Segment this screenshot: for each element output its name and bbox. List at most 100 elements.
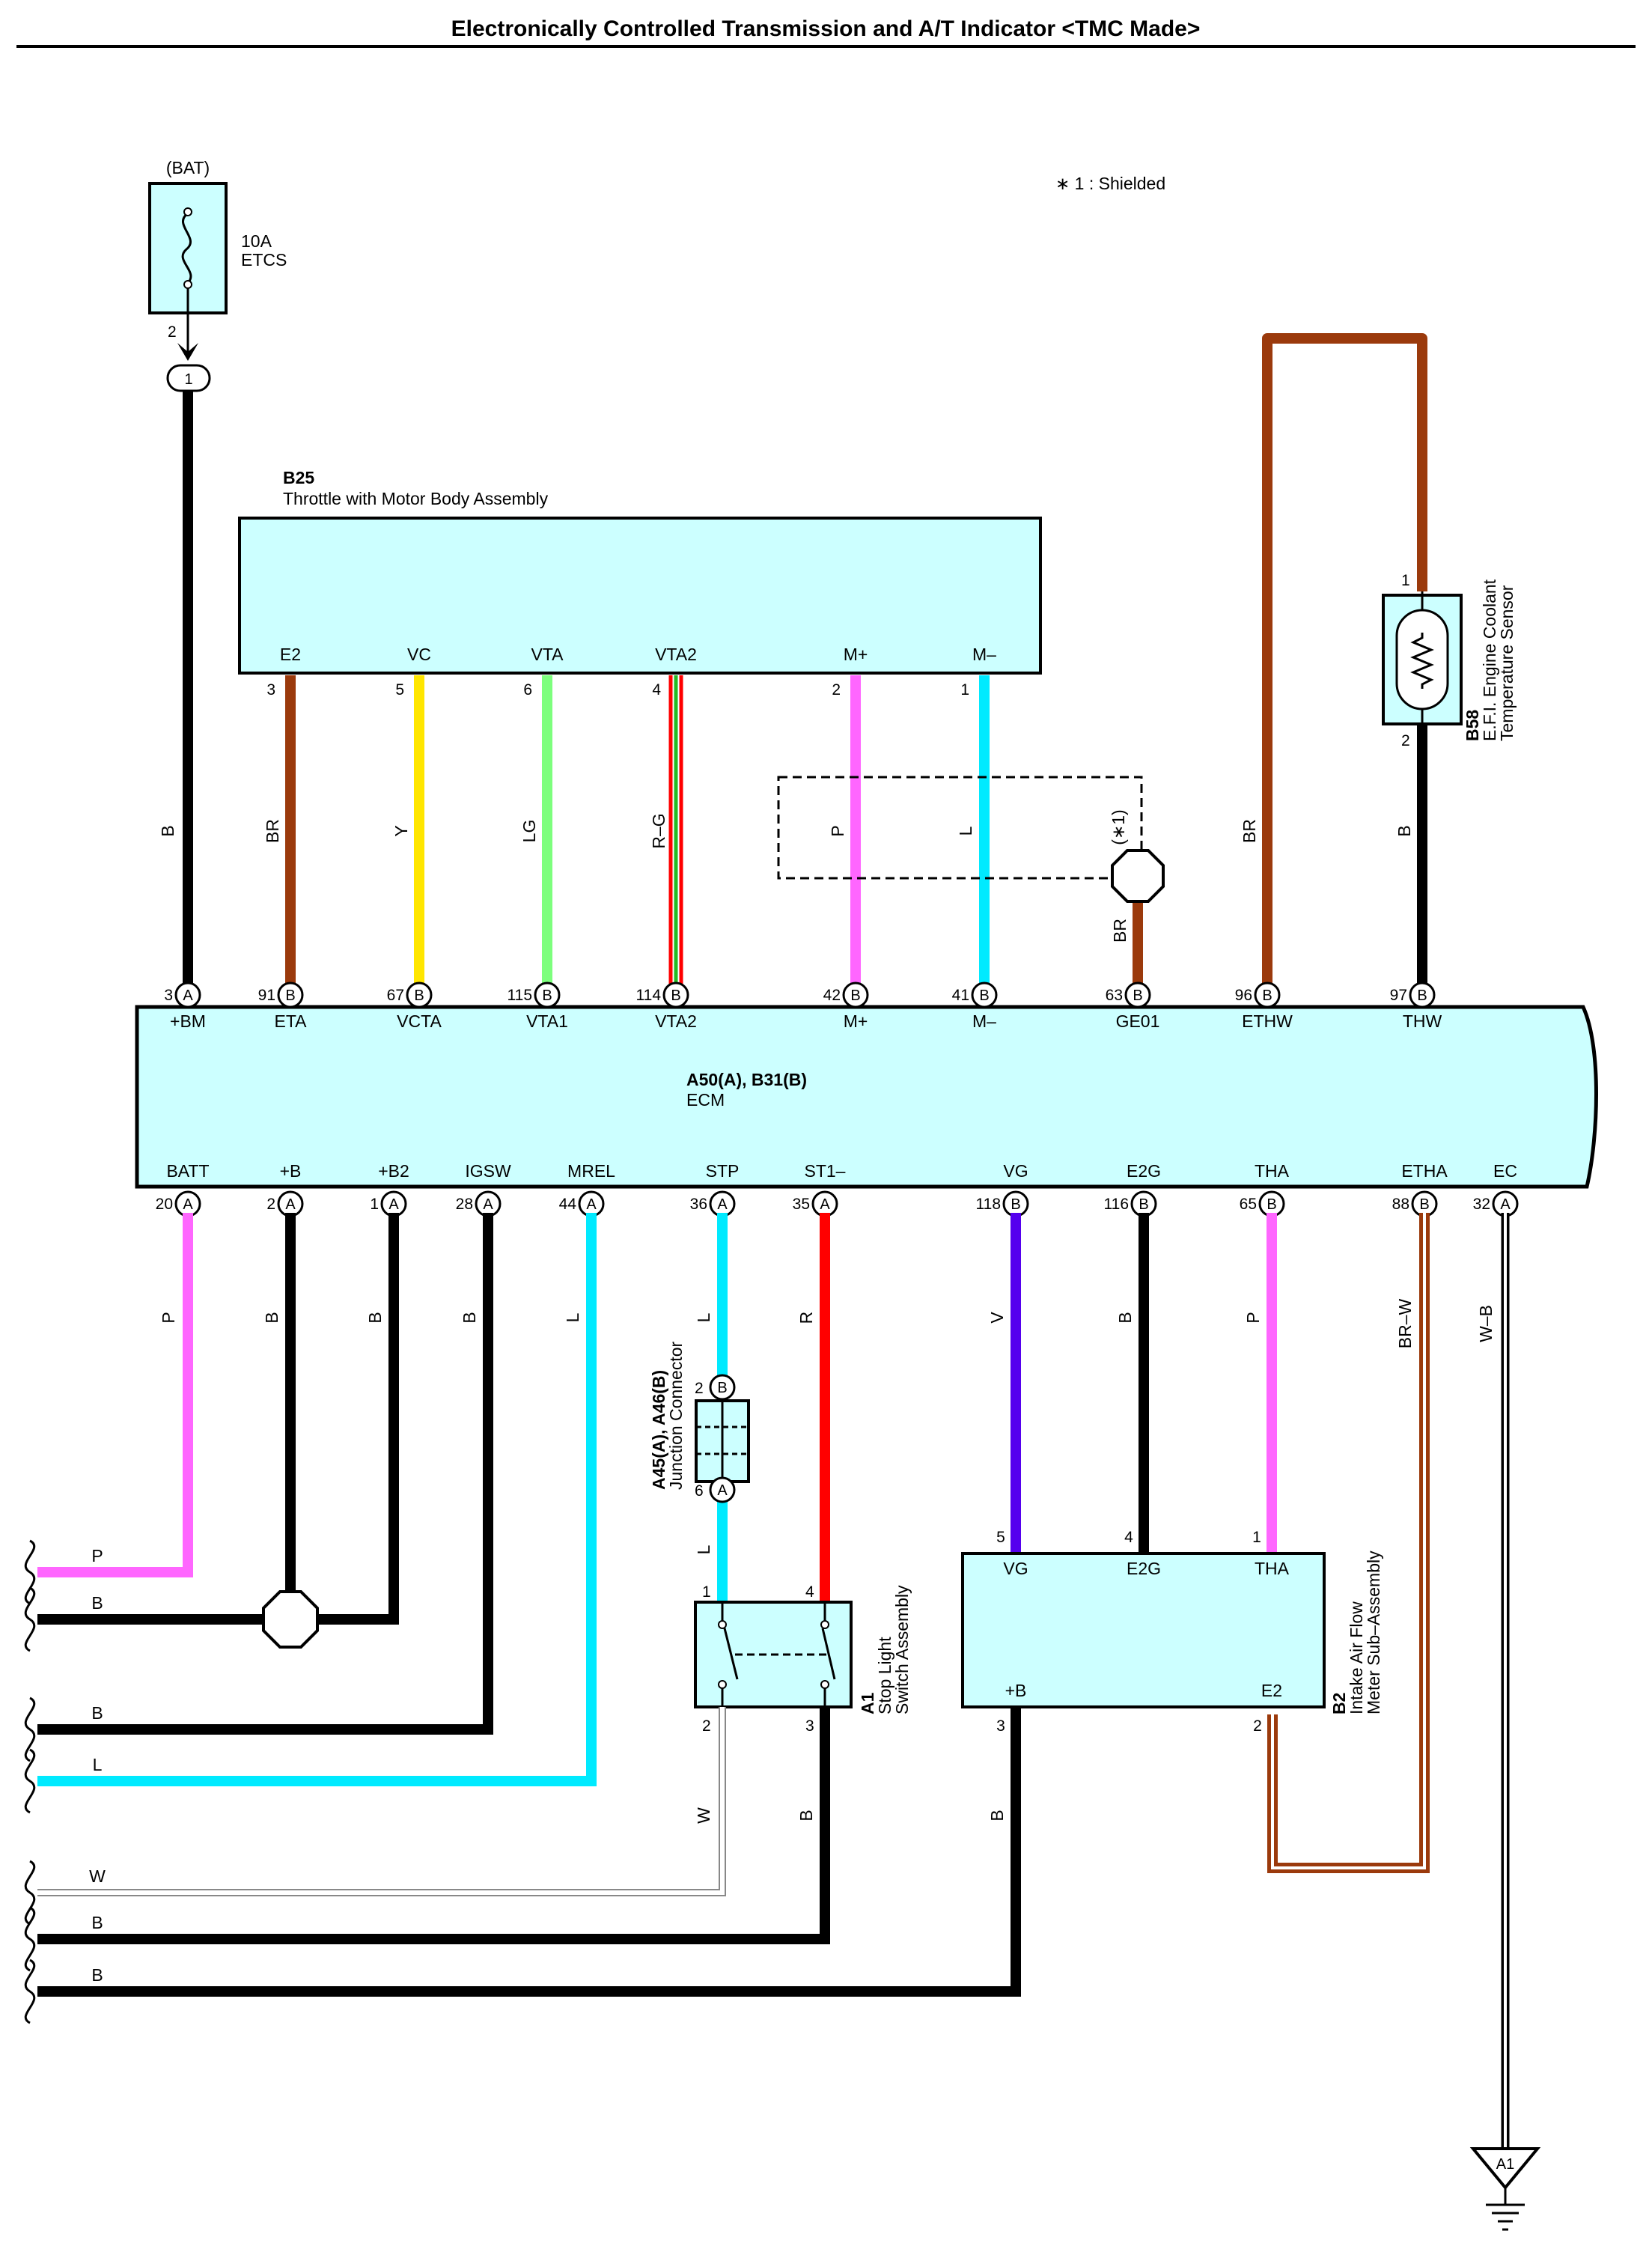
svg-text:(∗1): (∗1) xyxy=(1109,809,1128,844)
svg-text:Y: Y xyxy=(391,825,411,836)
svg-text:LG: LG xyxy=(519,820,539,843)
ecm-terminal-label: MREL xyxy=(567,1161,615,1181)
svg-text:V: V xyxy=(987,1312,1007,1324)
ecm-terminal-label: M+ xyxy=(844,1011,868,1031)
ecm-pin-number: 96 xyxy=(1235,987,1252,1004)
svg-text:L: L xyxy=(563,1312,582,1322)
ecm-pin-number: 88 xyxy=(1392,1196,1409,1213)
wire-break-icon xyxy=(24,1959,36,2024)
ecm-terminal-label: +B xyxy=(280,1161,302,1181)
ecm-terminal-label: GE01 xyxy=(1116,1011,1160,1031)
wire-break-icon xyxy=(24,1748,36,1814)
svg-text:BR–W: BR–W xyxy=(1395,1298,1415,1348)
fuse-block: (BAT) 10A ETCS 2 1 xyxy=(148,158,287,392)
ecm-connector-circle xyxy=(174,982,201,1008)
ecm-connector-letter: B xyxy=(542,987,552,1004)
ecm-pin-number: 1 xyxy=(370,1196,379,1213)
svg-text:Meter Sub–Assembly: Meter Sub–Assembly xyxy=(1364,1550,1383,1714)
ecm-connector-letter: A xyxy=(388,1196,399,1213)
ecm-pin-number: 42 xyxy=(823,987,841,1004)
b2-pin-number: 3 xyxy=(996,1717,1005,1735)
ecm-connector-letter: B xyxy=(979,987,989,1004)
ecm-connector-circle xyxy=(406,982,433,1008)
ecm-name: ECM xyxy=(686,1090,725,1110)
ecm-pin-number: 35 xyxy=(793,1196,810,1213)
ecm-connector-letter: A xyxy=(285,1196,296,1213)
ecm-pin-number: 3 xyxy=(164,987,173,1004)
ecm-connector-letter: A xyxy=(183,987,193,1004)
svg-text:Stop Light: Stop Light xyxy=(875,1637,894,1714)
wire-batt xyxy=(37,1213,193,1577)
left-wire-label: B xyxy=(91,1965,103,1985)
svg-text:A45(A), A46(B): A45(A), A46(B) xyxy=(649,1370,668,1490)
b2-pin-number: 4 xyxy=(1124,1529,1133,1546)
b25-pin-number: 4 xyxy=(652,681,661,699)
wire-igsw xyxy=(37,1213,493,1735)
svg-text:BR: BR xyxy=(263,819,282,843)
ecm-connector-circle xyxy=(1254,982,1281,1008)
wire-break-icon xyxy=(24,1539,36,1605)
ecm-connector-letter: A xyxy=(1500,1196,1511,1213)
svg-text:Junction Connector: Junction Connector xyxy=(666,1341,686,1490)
ecm-box: A50(A), B31(B) ECM A3+BMB91ETAB67VCTAB11… xyxy=(135,982,1598,1217)
svg-text:P: P xyxy=(159,1312,178,1323)
b2-pin-number: 2 xyxy=(1253,1717,1262,1735)
ecm-connector-letter: B xyxy=(1011,1196,1020,1213)
ecm-pin-number: 28 xyxy=(456,1196,473,1213)
ecm-pin-number: 65 xyxy=(1240,1196,1257,1213)
left-wire-label: P xyxy=(91,1546,103,1565)
b25-box xyxy=(238,517,1042,675)
svg-text:B: B xyxy=(796,1810,816,1821)
ecm-connector-letter: B xyxy=(285,987,295,1004)
wire-break-icon xyxy=(24,1906,36,1972)
shield-outline xyxy=(777,776,1143,880)
b25-name: Throttle with Motor Body Assembly xyxy=(283,489,549,508)
wire-stop-b xyxy=(37,1707,830,1944)
svg-text:1: 1 xyxy=(184,371,192,388)
svg-text:B: B xyxy=(987,1810,1007,1821)
svg-text:B: B xyxy=(1395,825,1414,836)
ecm-pin-number: 118 xyxy=(976,1196,1001,1213)
b25-terminal-label: VTA2 xyxy=(655,645,697,664)
ecm-terminal-label: ETHW xyxy=(1242,1011,1293,1031)
ecm-terminal-label: +BM xyxy=(170,1011,206,1031)
junction-connector: B 2 A 6 A45(A), A46(B) Junction Connecto… xyxy=(649,1341,750,1503)
b2-terminal-label: THA xyxy=(1255,1559,1290,1578)
wire-stop-w xyxy=(37,1707,726,1896)
b2-terminal-label: E2G xyxy=(1127,1559,1161,1578)
svg-text:E.F.I. Engine Coolant: E.F.I. Engine Coolant xyxy=(1480,579,1499,741)
svg-text:B: B xyxy=(365,1312,385,1323)
b25-pin-number: 3 xyxy=(266,681,275,699)
ecm-terminal-label: VTA2 xyxy=(655,1011,697,1031)
svg-text:A1: A1 xyxy=(858,1692,877,1714)
svg-text:R–G: R–G xyxy=(649,813,668,848)
svg-text:Switch Assembly: Switch Assembly xyxy=(892,1585,912,1714)
ecm-pin-number: 36 xyxy=(690,1196,707,1213)
ecm-terminal-label: IGSW xyxy=(465,1161,511,1181)
ecm-terminal-label: STP xyxy=(706,1161,740,1181)
b2-terminal-label: E2 xyxy=(1261,1681,1282,1700)
wire-break-icon xyxy=(24,1696,36,1762)
b25-terminal-label: E2 xyxy=(280,645,301,664)
ecm-pin-number: 67 xyxy=(387,987,404,1004)
svg-text:2: 2 xyxy=(695,1380,704,1397)
ecm-code: A50(A), B31(B) xyxy=(686,1070,807,1089)
svg-text:1: 1 xyxy=(1401,572,1410,589)
b2-terminal-label: VG xyxy=(1003,1559,1028,1578)
svg-text:3: 3 xyxy=(805,1717,814,1735)
svg-text:B: B xyxy=(158,825,177,836)
ecm-connector-letter: B xyxy=(414,987,424,1004)
left-wire-label: L xyxy=(93,1755,103,1774)
b2-box xyxy=(961,1552,1326,1708)
ecm-pin-number: 116 xyxy=(1104,1196,1129,1213)
ecm-pin-number: 115 xyxy=(508,987,532,1004)
svg-text:B58: B58 xyxy=(1463,710,1482,741)
svg-text:2: 2 xyxy=(1401,732,1410,749)
svg-text:W: W xyxy=(694,1807,713,1824)
ecm-outline xyxy=(135,1005,1598,1189)
ecm-pin-number: 44 xyxy=(559,1196,577,1213)
ecm-connector-letter: B xyxy=(671,987,680,1004)
ground-a1: A1 xyxy=(1469,2147,1541,2231)
